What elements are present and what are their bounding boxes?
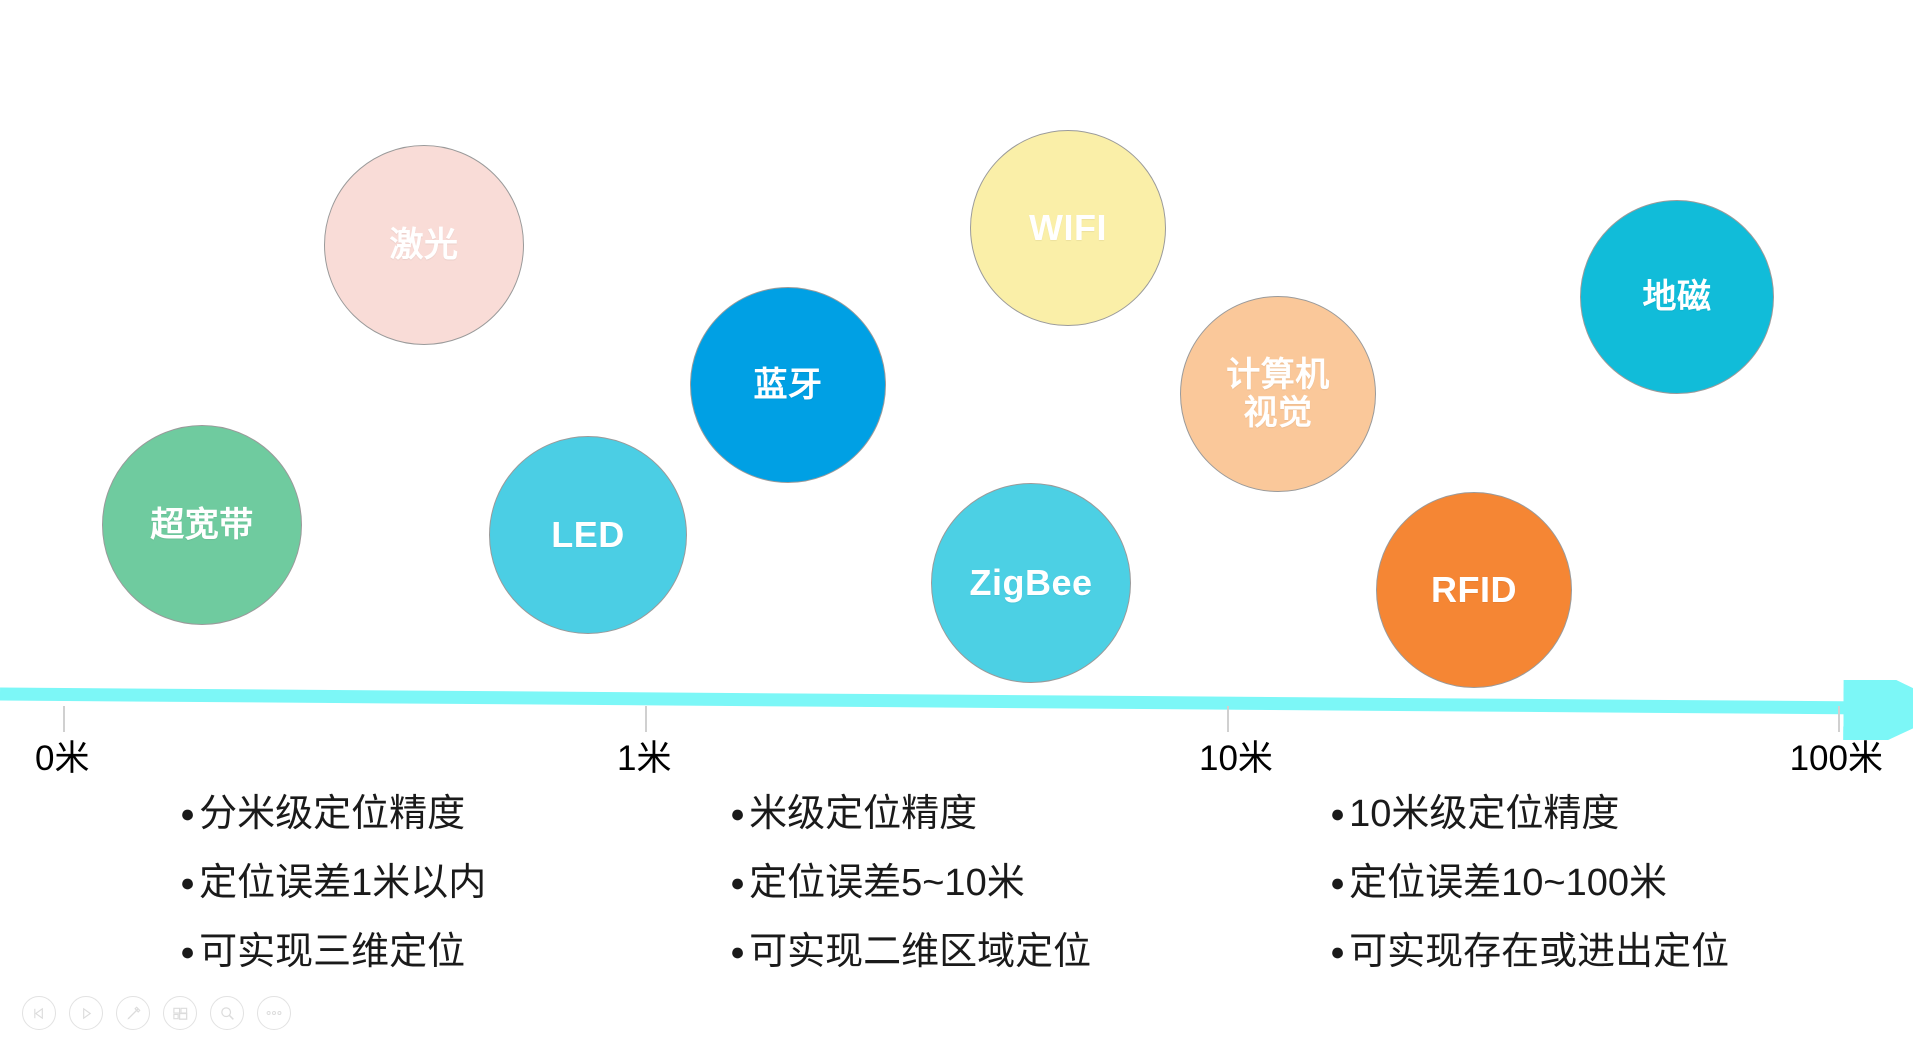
bullet-dot-icon: ●	[1330, 800, 1346, 828]
bullet-item: ●定位误差10~100米	[1330, 864, 1729, 902]
bullet-columns: ●分米级定位精度●定位误差1米以内●可实现三维定位●米级定位精度●定位误差5~1…	[0, 795, 1913, 985]
bullet-dot-icon: ●	[730, 938, 746, 966]
timeline-axis	[0, 654, 1913, 762]
bubble-label: 蓝牙	[753, 365, 823, 404]
bubble-label: WIFI	[1029, 206, 1107, 248]
next-slide-icon[interactable]	[69, 996, 103, 1030]
bullet-dot-icon: ●	[1330, 869, 1346, 897]
bubble-label: 计算机 视觉	[1226, 355, 1330, 432]
bullet-text: 定位误差10~100米	[1349, 862, 1667, 904]
previous-slide-icon[interactable]	[22, 996, 56, 1030]
bullet-dot-icon: ●	[730, 869, 746, 897]
bullet-text: 分米级定位精度	[199, 793, 466, 835]
bubble-label: 地磁	[1642, 277, 1712, 316]
rfid-bubble: RFID	[1376, 492, 1572, 688]
axis-arrow-icon	[0, 654, 1913, 762]
axis-tick	[63, 706, 65, 732]
more-options-icon[interactable]	[257, 996, 291, 1030]
slideshow-toolbar[interactable]	[22, 996, 291, 1030]
bullet-text: 定位误差5~10米	[749, 862, 1025, 904]
axis-tick-label: 0米	[35, 739, 90, 778]
axis-tick-label: 10米	[1199, 739, 1273, 778]
axis-tick-label: 100米	[1789, 739, 1883, 778]
bullet-dot-icon: ●	[180, 938, 196, 966]
axis-tick	[1227, 706, 1229, 732]
bullet-item: ●可实现存在或进出定位	[1330, 933, 1729, 971]
bullet-item: ●10米级定位精度	[1330, 795, 1729, 833]
bullet-text: 可实现三维定位	[199, 931, 466, 973]
pen-icon[interactable]	[116, 996, 150, 1030]
ubw-bubble: 超宽带	[102, 425, 302, 625]
bullet-item: ●定位误差5~10米	[730, 864, 1091, 902]
axis-tick-label: 1米	[617, 739, 672, 778]
zoom-icon[interactable]	[210, 996, 244, 1030]
bullet-dot-icon: ●	[1330, 938, 1346, 966]
bubble-label: 激光	[389, 225, 459, 264]
bullet-text: 10米级定位精度	[1349, 793, 1620, 835]
slide-overview-icon[interactable]	[163, 996, 197, 1030]
axis-tick	[645, 706, 647, 732]
wifi-bubble: WIFI	[970, 130, 1166, 326]
zigbee-bubble: ZigBee	[931, 483, 1131, 683]
bubble-label: ZigBee	[969, 561, 1093, 603]
column-meter: ●米级定位精度●定位误差5~10米●可实现二维区域定位	[730, 795, 1091, 1002]
bullet-item: ●可实现二维区域定位	[730, 933, 1091, 971]
bluetooth-bubble: 蓝牙	[690, 287, 886, 483]
bullet-item: ●定位误差1米以内	[180, 864, 486, 902]
bullet-item: ●分米级定位精度	[180, 795, 486, 833]
bullet-text: 可实现存在或进出定位	[1349, 931, 1730, 973]
bullet-dot-icon: ●	[180, 869, 196, 897]
axis-tick	[1838, 706, 1840, 732]
bullet-dot-icon: ●	[730, 800, 746, 828]
geomagnetic-bubble: 地磁	[1580, 200, 1774, 394]
bubble-label: RFID	[1431, 568, 1517, 610]
bullet-dot-icon: ●	[180, 800, 196, 828]
bullet-item: ●米级定位精度	[730, 795, 1091, 833]
bullet-item: ●可实现三维定位	[180, 933, 486, 971]
bullet-text: 可实现二维区域定位	[749, 931, 1092, 973]
bubble-label: 超宽带	[150, 505, 254, 544]
bullet-text: 米级定位精度	[749, 793, 978, 835]
bubble-label: LED	[551, 513, 625, 555]
column-decimeter: ●分米级定位精度●定位误差1米以内●可实现三维定位	[180, 795, 486, 1002]
led-bubble: LED	[489, 436, 687, 634]
column-ten-meter: ●10米级定位精度●定位误差10~100米●可实现存在或进出定位	[1330, 795, 1729, 1002]
laser-bubble: 激光	[324, 145, 524, 345]
computer-vision-bubble: 计算机 视觉	[1180, 296, 1376, 492]
bullet-text: 定位误差1米以内	[199, 862, 487, 904]
